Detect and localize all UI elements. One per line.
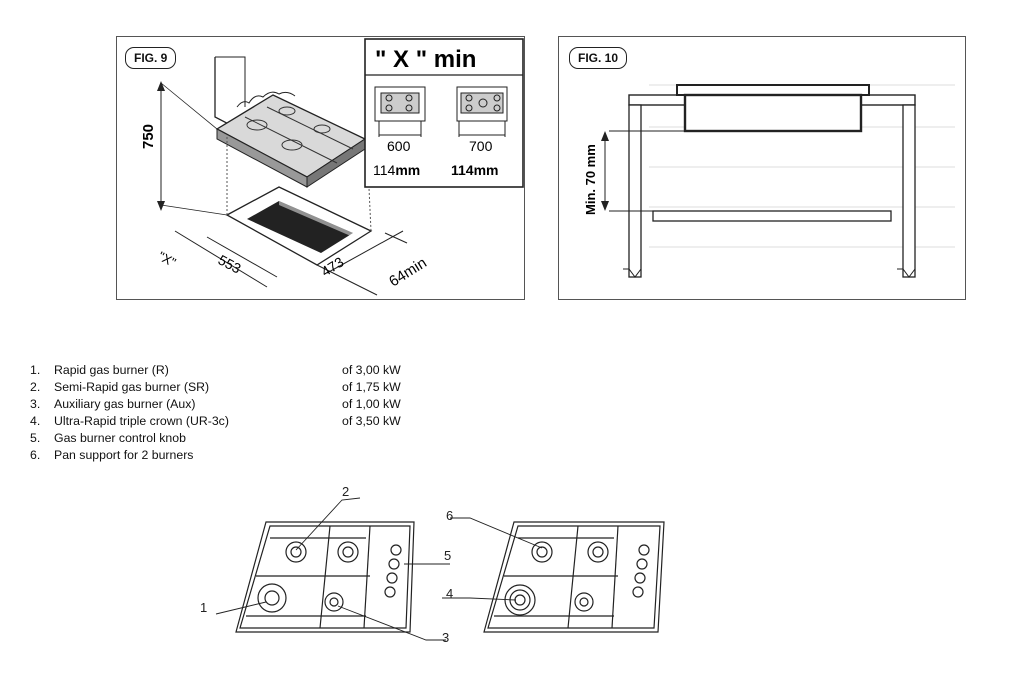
legend-num: 3.	[30, 397, 41, 411]
legend-text: Rapid gas burner (R)	[54, 363, 169, 377]
callout-4: 4	[446, 586, 453, 601]
legend-row: 2. Semi-Rapid gas burner (SR) of 1,75 kW	[30, 379, 430, 396]
dim-height: 750	[140, 124, 157, 149]
callout-2: 2	[342, 484, 349, 499]
legend-num: 6.	[30, 448, 41, 462]
figure-10-drawing: Min. 70 mm	[583, 84, 955, 278]
hob-diagrams: 1 2 3 4 5 6	[200, 484, 665, 645]
legend-num: 4.	[30, 414, 41, 428]
figure-10-label: FIG. 10	[569, 47, 628, 69]
legend-row: 1. Rapid gas burner (R) of 3,00 kW	[30, 362, 430, 379]
figure-9-label: FIG. 9	[125, 47, 177, 69]
callout-5: 5	[444, 548, 451, 563]
legend-num: 5.	[30, 431, 41, 445]
burner-legend: 1. Rapid gas burner (R) of 3,00 kW 2. Semi-…	[30, 362, 430, 464]
inset-left-width: 600	[387, 138, 411, 154]
inset-right-x: 114mm	[451, 162, 498, 178]
legend-text: Gas burner control knob	[54, 431, 186, 445]
figure-10: FIG. 10 Min. 70 mm	[558, 36, 966, 300]
legend-row: 4. Ultra-Rapid triple crown (UR-3c) of 3,5…	[30, 413, 430, 430]
dim-x: "X"	[156, 248, 179, 270]
legend-value: of 1,75 kW	[342, 380, 401, 394]
callout-1: 1	[200, 600, 207, 615]
hob-right	[483, 521, 665, 633]
legend-row: 3. Auxiliary gas burner (Aux) of 1,00 kW	[30, 396, 430, 413]
xmin-title: " X " min	[375, 46, 476, 73]
legend-num: 1.	[30, 363, 41, 377]
legend-value: of 3,00 kW	[342, 363, 401, 377]
legend-row: 6. Pan support for 2 burners	[30, 447, 430, 464]
legend-text: Ultra-Rapid triple crown (UR-3c)	[54, 414, 229, 428]
figure-9-drawing: 750 "X" 553 473 64min " X " min 600 114m…	[140, 38, 524, 296]
dim-min-70: Min. 70 mm	[583, 144, 598, 215]
legend-row: 5. Gas burner control knob	[30, 430, 430, 447]
legend-value: of 3,50 kW	[342, 414, 401, 428]
legend-text: Semi-Rapid gas burner (SR)	[54, 380, 210, 394]
dim-width: 473	[318, 253, 346, 279]
callout-6: 6	[446, 508, 453, 523]
figure-9: FIG. 9 750 "X" 553 473	[116, 36, 525, 300]
inset-left-x: 114mm	[373, 162, 420, 178]
legend-value: of 1,00 kW	[342, 397, 401, 411]
legend-num: 2.	[30, 380, 41, 394]
legend-text: Auxiliary gas burner (Aux)	[54, 397, 196, 411]
dim-min: 64min	[386, 254, 430, 290]
callout-3: 3	[442, 630, 449, 645]
inset-right-width: 700	[469, 138, 493, 154]
legend-text: Pan support for 2 burners	[54, 448, 194, 462]
hob-left	[235, 521, 415, 633]
